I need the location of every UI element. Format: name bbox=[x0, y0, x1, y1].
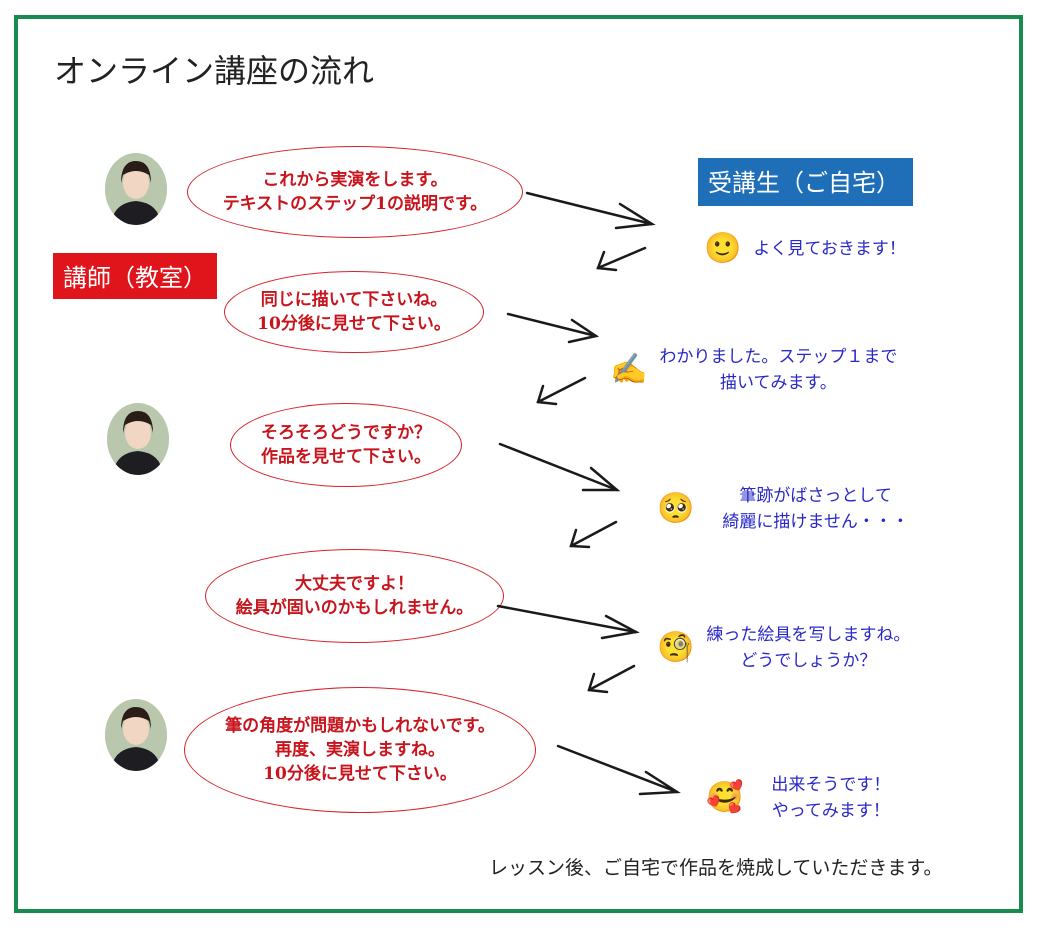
arrow-to-teacher bbox=[569, 520, 618, 549]
teacher-message: そろそろどうですか？ 作品を見せて下さい。 bbox=[230, 403, 462, 487]
teacher-message-line: 大丈夫ですよ！ bbox=[295, 574, 414, 594]
student-reply-line: どうでしょうか？ bbox=[740, 651, 877, 671]
student-reply-line: わかりました。ステップ１まで bbox=[659, 347, 898, 367]
arrow-to-student bbox=[506, 312, 600, 344]
monocle-face-icon: 🧐 bbox=[657, 630, 695, 665]
student-reply-line: 筆跡がばさっとして bbox=[739, 486, 892, 506]
teacher-message-line: 作品を見せて下さい。 bbox=[261, 447, 431, 467]
student-reply-line: 練った絵具を写しますね。 bbox=[706, 625, 911, 645]
page-title: オンライン講座の流れ bbox=[54, 52, 375, 90]
student-reply-line: やってみます！ bbox=[771, 801, 890, 821]
student-reply: 🧐 練った絵具を写しますね。 どうでしょうか？ bbox=[657, 622, 910, 674]
teacher-message-line: 10分後に見せて下さい。 bbox=[263, 764, 457, 784]
teacher-message: 筆の角度が問題かもしれないです。 再度、実演しますね。 10分後に見せて下さい。 bbox=[184, 687, 536, 813]
student-reply: ✍️ わかりました。ステップ１まで 描いてみます。 bbox=[610, 344, 897, 396]
teacher-message: 大丈夫ですよ！ 絵具が固いのかもしれません。 bbox=[205, 549, 504, 643]
teacher-message-line: 10分後に見せて下さい。 bbox=[257, 314, 451, 334]
arrow-to-student bbox=[556, 744, 681, 796]
footer-note: レッスン後、ご自宅で作品を焼成していただきます。 bbox=[489, 857, 943, 879]
arrow-to-teacher bbox=[596, 246, 647, 272]
writing-hand-icon: ✍️ bbox=[610, 352, 648, 387]
teacher-message-line: 絵具が固いのかもしれません。 bbox=[235, 598, 474, 618]
arrow-to-teacher bbox=[536, 376, 587, 406]
teacher-message: これから実演をします。 テキストのステップ1の説明です。 bbox=[187, 146, 523, 238]
teacher-avatar bbox=[105, 699, 167, 771]
arrow-to-student bbox=[498, 442, 621, 492]
teacher-message-line: テキストのステップ1の説明です。 bbox=[222, 194, 488, 214]
student-reply: 🙂 よく見ておきます！ bbox=[704, 234, 906, 264]
student-reply-line: 綺麗に描けません・・・ bbox=[722, 512, 909, 532]
student-reply: 🥰 出来そうです！ やってみます！ bbox=[706, 772, 890, 824]
arrow-to-teacher bbox=[587, 664, 636, 694]
arrow-to-student bbox=[496, 604, 640, 640]
arrow-to-student bbox=[525, 191, 656, 230]
teacher-avatar bbox=[105, 153, 167, 225]
student-reply-line: 描いてみます。 bbox=[719, 373, 837, 393]
teacher-avatar bbox=[107, 403, 169, 475]
smiling-face-icon: 🙂 bbox=[704, 231, 742, 266]
student-reply-line: よく見ておきます！ bbox=[753, 239, 906, 259]
smiling-face-with-hearts-icon: 🥰 bbox=[706, 780, 744, 815]
teacher-label: 講師（教室） bbox=[53, 253, 217, 299]
student-reply-line: 出来そうです！ bbox=[771, 775, 891, 795]
teacher-message-line: 筆の角度が問題かもしれないです。 bbox=[225, 716, 495, 736]
teacher-message-line: そろそろどうですか？ bbox=[261, 423, 431, 443]
teacher-message-line: 同じに描いて下さいね。 bbox=[260, 290, 448, 310]
diagram-frame bbox=[14, 15, 1023, 913]
student-label: 受講生（ご自宅） bbox=[698, 158, 913, 206]
pleading-face-icon: 🥺 bbox=[657, 491, 695, 526]
teacher-message: 同じに描いて下さいね。 10分後に見せて下さい。 bbox=[224, 271, 484, 353]
student-reply: 🥺 筆跡がばさっとして 綺麗に描けません・・・ bbox=[657, 483, 909, 535]
teacher-message-line: 再度、実演しますね。 bbox=[275, 740, 445, 760]
teacher-message-line: これから実演をします。 bbox=[262, 170, 448, 190]
